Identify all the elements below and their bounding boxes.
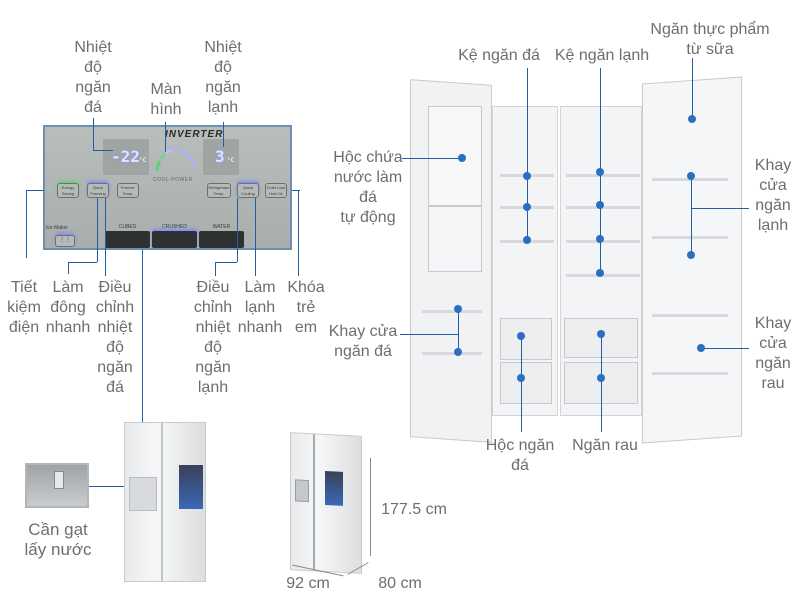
- label-height: 177.5 cm: [381, 501, 447, 518]
- label-dairy-compartment: Ngăn thực phẩm từ sữa: [650, 21, 770, 58]
- cool-power-gauge-icon: [155, 147, 196, 172]
- quick-cooling-button[interactable]: Quick Cooling: [237, 183, 259, 198]
- label-quick-freeze: Làm đông nhanh: [45, 279, 91, 336]
- freezer-display: -22 °C: [103, 139, 149, 175]
- quick-freezing-button[interactable]: Quick Freezing: [87, 183, 109, 198]
- cubes-button[interactable]: [105, 231, 150, 248]
- label-fridge-shelf: Kệ ngăn lạnh: [554, 47, 650, 64]
- water-label: WATER: [212, 224, 231, 230]
- ice-maker-button[interactable]: ⋮⋮: [55, 235, 75, 247]
- label-depth: 80 cm: [378, 575, 422, 592]
- label-freezer-temp: Nhiệt độ ngăn đá: [74, 39, 112, 116]
- freezer-temp-unit: °C: [139, 157, 147, 164]
- cubes-label: CUBES: [118, 224, 137, 230]
- label-water-lever: Cần gạt lấy nước: [24, 520, 92, 559]
- freezer-temp-value: -22: [111, 147, 140, 166]
- energy-saving-button[interactable]: Energy Saving: [57, 183, 79, 198]
- label-fridge-temp: Nhiệt độ ngăn lạnh: [204, 39, 242, 116]
- child-lock-button[interactable]: Child Lock Hold 3s: [265, 183, 287, 198]
- label-width: 92 cm: [286, 575, 330, 592]
- brand-logo: INVERTER: [165, 129, 224, 140]
- fridge-dimension-photo: [290, 432, 362, 574]
- label-display: Màn hình: [150, 81, 182, 118]
- label-ice-water-box: Hộc chứa nước làm đá tự động: [333, 149, 403, 226]
- label-freezer-shelf: Kệ ngăn đá: [458, 47, 540, 64]
- cool-power-label: COOL-POWER: [153, 177, 193, 183]
- label-energy-saving: Tiết kiệm điện: [7, 279, 41, 336]
- ice-maker-label: Ice Maker: [46, 225, 68, 231]
- label-freezer-drawer: Hộc ngăn đá: [485, 437, 555, 474]
- fridge-door: [642, 76, 742, 444]
- label-fridge-door-tray: Khay cửa ngăn lạnh: [754, 157, 792, 234]
- water-button[interactable]: [199, 231, 244, 248]
- label-veg-door-tray: Khay cửa ngăn rau: [754, 315, 792, 392]
- label-veg-drawer: Ngăn rau: [572, 437, 638, 454]
- control-panel: INVERTER -22 °C COOL-POWER 3 °C Energy S…: [43, 125, 292, 250]
- label-freezer-door-tray: Khay cửa ngăn đá: [328, 323, 398, 360]
- fridge-temp-value: 3: [215, 147, 225, 166]
- label-adjust-freezer-temp: Điều chỉnh nhiệt độ ngăn đá: [95, 279, 135, 396]
- refrigerator-temp-button[interactable]: Refrigerator Temp.: [207, 183, 231, 198]
- freezer-temp-button[interactable]: Freezer Temp.: [117, 183, 139, 198]
- crushed-label: CRUSHED: [162, 224, 187, 230]
- fridge-display: 3 °C: [203, 139, 239, 175]
- height-arrow: [370, 458, 371, 556]
- label-quick-cool: Làm lạnh nhanh: [237, 279, 283, 336]
- water-dispenser-closeup: [25, 463, 89, 508]
- fridge-front-photo: [124, 422, 206, 582]
- open-fridge-photo: [408, 70, 768, 446]
- label-child-lock: Khóa trẻ em: [287, 279, 325, 336]
- fridge-temp-unit: °C: [227, 157, 235, 164]
- crushed-button[interactable]: [152, 231, 197, 248]
- label-adjust-fridge-temp: Điều chỉnh nhiệt độ ngăn lạnh: [193, 279, 233, 396]
